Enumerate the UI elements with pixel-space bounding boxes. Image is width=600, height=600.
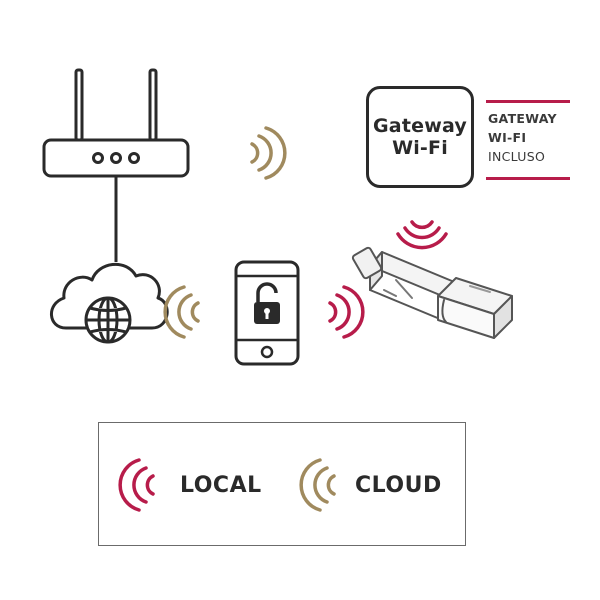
- legend: [98, 422, 466, 546]
- gateway-note-line1: GATEWAY: [488, 111, 557, 126]
- gateway-wifi-box: Gateway Wi-Fi: [366, 86, 474, 188]
- gateway-label-line2: Wi-Fi: [392, 137, 448, 159]
- wifi-signal-icon: [250, 126, 287, 180]
- router-icon: [42, 68, 190, 178]
- gateway-label-line1: Gateway: [373, 115, 467, 137]
- smart-lock-cylinder-icon: [351, 246, 513, 339]
- cloud-globe-icon: [50, 262, 169, 344]
- wifi-signal-icon: [163, 285, 200, 339]
- gateway-note-line3: INCLUSO: [488, 149, 546, 164]
- wifi-signal-icon: [328, 285, 365, 339]
- legend-local-label: LOCAL: [180, 473, 262, 498]
- smartphone-lock-icon: [234, 260, 300, 366]
- legend-cloud-label: CLOUD: [355, 473, 442, 498]
- gateway-included-note: GATEWAY WI-FI INCLUSO: [486, 100, 570, 180]
- wifi-signal-icon: [396, 220, 448, 250]
- gateway-note-line2: WI-FI: [488, 130, 527, 145]
